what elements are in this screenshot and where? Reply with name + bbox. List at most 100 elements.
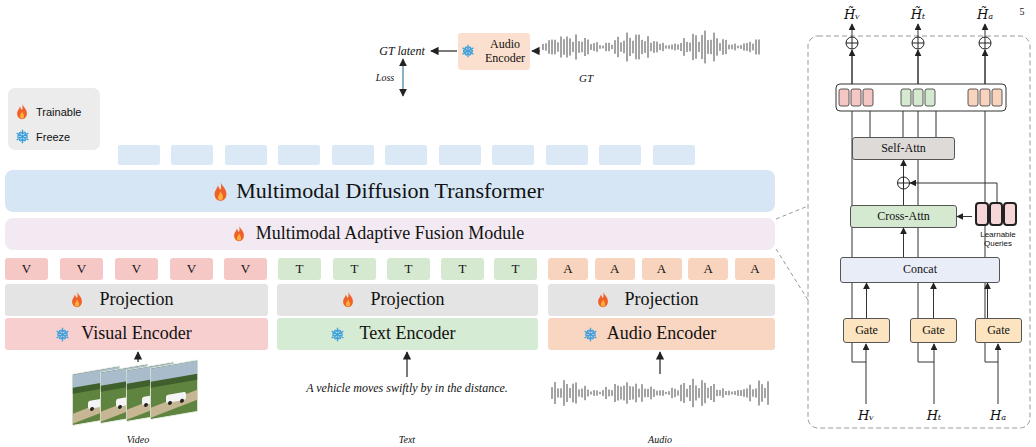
node-text: Gate <box>987 324 1010 337</box>
attention-box: Cross-Attn <box>850 205 957 228</box>
text-token <box>913 89 923 106</box>
node-text: Concat <box>903 263 937 276</box>
node-text: Gate <box>855 324 878 337</box>
connector-layer <box>867 160 988 318</box>
projection-box: Projection <box>5 284 268 316</box>
arrow-connector <box>903 160 904 205</box>
node-text: Projection <box>100 290 174 310</box>
text-token <box>901 89 911 106</box>
token-box: V <box>224 258 267 280</box>
token-box: V <box>60 258 103 280</box>
leader-line <box>776 206 808 219</box>
input-line <box>934 344 935 404</box>
fusion-detail-panel <box>808 36 1030 428</box>
sum-symbol <box>979 37 991 49</box>
flow-arrow <box>431 50 457 51</box>
node-text: T <box>296 262 304 276</box>
leader-line <box>776 249 808 300</box>
token-box: T <box>441 258 484 280</box>
encoder-box: Visual Encoder <box>5 318 268 350</box>
encoder-box: Audio Encoder <box>458 33 530 70</box>
node-text: Projection <box>625 290 699 310</box>
text-label: A vehicle moves swiftly by in the distan… <box>306 382 508 394</box>
legend-panel <box>8 88 100 150</box>
waveform-bars <box>543 31 759 64</box>
text-label: Hₐ <box>990 409 1006 422</box>
node-text: A <box>750 262 759 276</box>
node-text: V <box>22 262 31 276</box>
query-token <box>990 203 1002 225</box>
audio-token <box>992 89 1002 106</box>
projection-box: Projection <box>277 284 538 316</box>
arrow-connector <box>903 228 904 257</box>
attention-box: Self-Attn <box>852 137 955 160</box>
output-latent-tokens <box>118 145 695 165</box>
text-label: Loss <box>376 73 394 83</box>
latent-token <box>599 145 641 165</box>
visual-token <box>851 89 861 106</box>
node-text: A <box>610 262 619 276</box>
node-text: V <box>132 262 141 276</box>
latent-token <box>492 145 534 165</box>
latent-token <box>653 145 695 165</box>
latent-token <box>385 145 427 165</box>
token-box: A <box>688 258 728 280</box>
sum-symbol <box>898 177 910 189</box>
query-token <box>1004 203 1016 225</box>
sum-symbol <box>912 37 924 49</box>
text-label: 5 <box>1020 7 1025 17</box>
node-text: Text Encoder <box>359 324 455 344</box>
legend-text: Trainable <box>36 106 81 118</box>
encoder-box: Text Encoder <box>277 318 538 350</box>
split-line <box>903 111 904 137</box>
sum-symbol <box>846 37 858 49</box>
token-box: T <box>278 258 321 280</box>
node-text: Audio Encoder <box>607 324 716 344</box>
projection-box: Projection <box>548 284 775 316</box>
input-arrow <box>659 352 660 374</box>
flow-arrow <box>532 50 540 51</box>
arrow-connector <box>957 216 972 217</box>
node-text: A <box>563 262 572 276</box>
node-text: Multimodal Diffusion Transformer <box>236 179 544 203</box>
text-token <box>925 89 935 106</box>
legend-item: Trainable <box>36 106 81 118</box>
visual-token <box>839 89 849 106</box>
output-token-row <box>836 84 1006 111</box>
trainable-icon <box>17 104 27 119</box>
query-residual-arrow <box>910 183 997 202</box>
visual-token <box>863 89 873 106</box>
gate-box: Gate <box>910 318 957 343</box>
text-label: Video <box>127 435 150 445</box>
legend-text: Freeze <box>36 131 70 143</box>
latent-token <box>278 145 320 165</box>
text-label: Hₜ <box>927 409 942 422</box>
node-text: A <box>657 262 666 276</box>
input-waveform <box>552 379 768 407</box>
token-box: A <box>642 258 682 280</box>
node-text: Visual Encoder <box>81 324 191 344</box>
arrow-connector <box>987 283 988 318</box>
input-line <box>998 344 999 404</box>
loss-arrow <box>402 59 403 96</box>
split-line <box>936 111 937 137</box>
node-text: Multimodal Adaptive Fusion Module <box>256 224 525 244</box>
input-arrow <box>137 352 138 362</box>
gt-waveform <box>543 31 759 64</box>
token-box: A <box>735 258 775 280</box>
text-label: H̃ₜ <box>911 8 926 21</box>
token-box: V <box>115 258 158 280</box>
text-label: Text <box>399 435 415 445</box>
text-label: Audio <box>648 435 672 445</box>
node-text: Gate <box>922 324 945 337</box>
audio-token <box>968 89 978 106</box>
flow-arrow <box>985 50 986 84</box>
video-frame <box>150 360 198 420</box>
query-group: Learnable Queries <box>972 202 1024 249</box>
audio-token <box>980 89 990 106</box>
query-token <box>976 203 988 225</box>
encoder-box: Audio Encoder <box>548 318 775 350</box>
node-text: T <box>512 262 520 276</box>
flow-arrow <box>918 50 919 84</box>
